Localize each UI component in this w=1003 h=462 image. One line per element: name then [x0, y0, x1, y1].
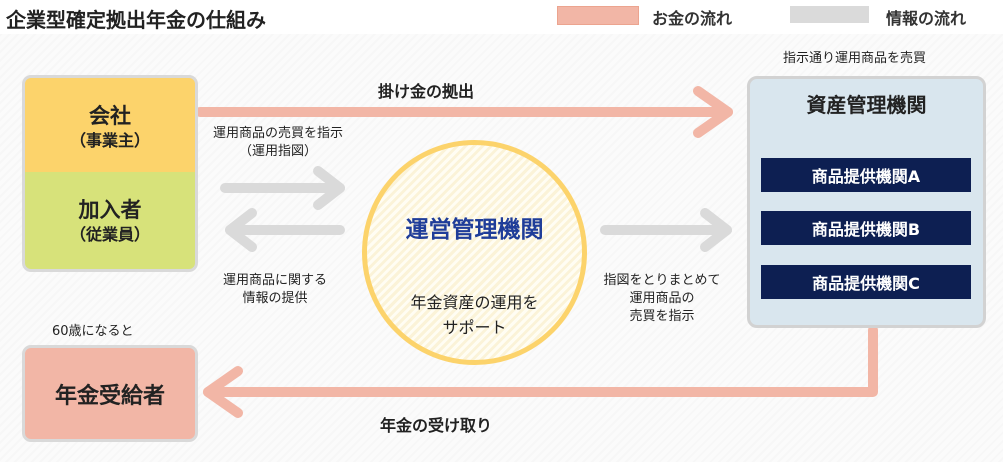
admin-title: 運営管理機関 [405, 217, 544, 243]
legend-info-swatch [790, 6, 869, 23]
admin-desc-line2: サポート [442, 318, 507, 337]
recipient-name: 年金受給者 [54, 383, 165, 409]
provider-a: 商品提供機関A [761, 158, 971, 192]
contribution-arrow [195, 86, 733, 138]
receipt-label: 年金の受け取り [380, 416, 493, 435]
legend-money-swatch [557, 6, 639, 25]
info-label: 運用商品に関する 情報の提供 [205, 272, 345, 308]
provider-b: 商品提供機関B [761, 211, 971, 245]
custody-note: 指示通り運用商品を売買 [783, 51, 927, 66]
info-label-line2: 情報の提供 [242, 291, 308, 306]
aggregate-label-line3: 売買を指示 [629, 309, 695, 324]
aggregate-label-line1: 指図をとりまとめて [603, 273, 721, 288]
admin-description: 年金資産の運用を サポート [362, 290, 587, 340]
company-box: 会社 （事業主） [22, 75, 198, 175]
instruct-arrow [220, 166, 345, 210]
admin-desc-line1: 年金資産の運用を [410, 293, 539, 312]
admin-circle [362, 140, 587, 365]
info-label-line1: 運用商品に関する [222, 273, 327, 288]
custody-title: 資産管理機関 [806, 93, 927, 117]
aggregate-arrow [600, 208, 732, 252]
contribution-label: 掛け金の拠出 [378, 82, 475, 101]
instruct-label-line2: （運用指図） [238, 144, 317, 159]
info-provide-arrow [225, 208, 345, 252]
page-title: 企業型確定拠出年金の仕組み [6, 8, 266, 32]
recipient-box: 年金受給者 [22, 345, 198, 442]
instruct-label-line1: 運用商品の売買を指示 [212, 126, 343, 141]
legend-money-label: お金の流れ [652, 9, 733, 28]
provider-c: 商品提供機関C [761, 265, 971, 299]
instruct-label: 運用商品の売買を指示 （運用指図） [198, 125, 358, 161]
member-sub: （従業員） [69, 224, 150, 244]
receipt-arrow [203, 325, 878, 418]
age-label: 60歳になると [52, 324, 134, 339]
aggregate-label: 指図をとりまとめて 運用商品の 売買を指示 [592, 272, 732, 326]
legend-info-label: 情報の流れ [886, 9, 967, 28]
company-name: 会社 [89, 103, 131, 128]
company-sub: （事業主） [69, 130, 150, 150]
member-box: 加入者 （従業員） [22, 172, 198, 272]
member-name: 加入者 [78, 197, 142, 222]
aggregate-label-line2: 運用商品の [629, 291, 695, 306]
